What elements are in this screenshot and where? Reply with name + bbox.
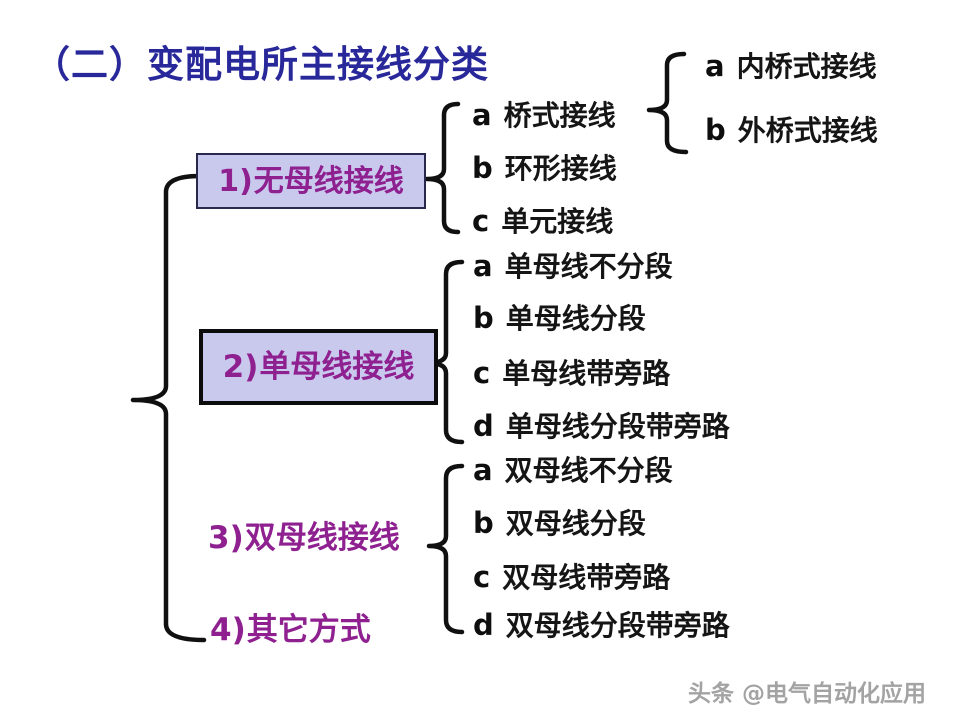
brace-root [130, 173, 207, 643]
item-label: 双母线分段带旁路 [505, 609, 730, 642]
item-key: b [473, 301, 494, 335]
tree-item-single-sectioned: b 单母线分段 [473, 301, 646, 336]
item-key: c [472, 204, 490, 238]
tree-item-single-unsectioned: a 单母线不分段 [473, 249, 673, 284]
item-label: 双母线不分段 [504, 454, 673, 487]
category-number: 3) [208, 520, 244, 556]
item-key: a [705, 49, 725, 83]
brace-group1 [424, 101, 461, 235]
category-single-busbar: 2)单母线接线 [199, 329, 438, 405]
item-label: 双母线分段 [505, 507, 646, 540]
category-label: 单母线接线 [259, 348, 415, 385]
page-title: （二）变配电所主接线分类 [33, 43, 489, 86]
tree-item-double-sectioned: b 双母线分段 [473, 506, 646, 541]
watermark: 头条 @电气自动化应用 [688, 681, 927, 707]
tree-item-bridge: a 桥式接线 [472, 98, 616, 133]
category-number: 2) [222, 348, 259, 385]
tree-item-double-bypass: c 双母线带旁路 [473, 560, 670, 595]
tree-item-single-bypass: c 单母线带旁路 [473, 356, 670, 391]
tree-item-unit: c 单元接线 [472, 204, 613, 239]
tree-item-double-unsectioned: a 双母线不分段 [473, 453, 673, 488]
item-key: a [472, 98, 492, 132]
item-key: a [473, 249, 493, 283]
category-number: 1) [218, 163, 253, 199]
tree-item-inner-bridge: a 内桥式接线 [705, 49, 877, 84]
item-label: 双母线带旁路 [502, 561, 671, 594]
brace-bridge [646, 51, 689, 155]
item-key: c [473, 560, 491, 594]
item-key: b [705, 113, 726, 147]
item-label: 环形接线 [504, 152, 617, 185]
item-label: 桥式接线 [503, 99, 616, 132]
item-key: c [473, 356, 491, 390]
item-label: 单元接线 [501, 205, 614, 238]
item-key: d [473, 608, 494, 642]
item-label: 单母线分段 [505, 302, 646, 335]
item-label: 单母线分段带旁路 [505, 410, 730, 443]
category-label: 其它方式 [246, 612, 371, 648]
item-label: 单母线带旁路 [502, 357, 671, 390]
item-key: b [472, 151, 493, 185]
tree-item-single-sectioned-bypass: d 单母线分段带旁路 [473, 409, 730, 444]
item-label: 外桥式接线 [737, 114, 878, 147]
item-key: b [473, 506, 494, 540]
category-no-busbar: 1)无母线接线 [196, 153, 426, 209]
category-double-busbar: 3)双母线接线 [208, 521, 400, 555]
tree-item-outer-bridge: b 外桥式接线 [705, 113, 878, 148]
brace-group3 [426, 463, 465, 635]
item-key: a [473, 453, 493, 487]
category-label: 双母线接线 [244, 520, 400, 556]
category-label: 无母线接线 [253, 163, 404, 199]
category-other: 4)其它方式 [210, 613, 371, 647]
item-label: 内桥式接线 [736, 50, 877, 83]
item-key: d [473, 409, 494, 443]
tree-item-ring: b 环形接线 [472, 151, 617, 186]
category-number: 4) [210, 612, 246, 648]
tree-item-double-sectioned-bypass: d 双母线分段带旁路 [473, 608, 730, 643]
item-label: 单母线不分段 [504, 250, 673, 283]
